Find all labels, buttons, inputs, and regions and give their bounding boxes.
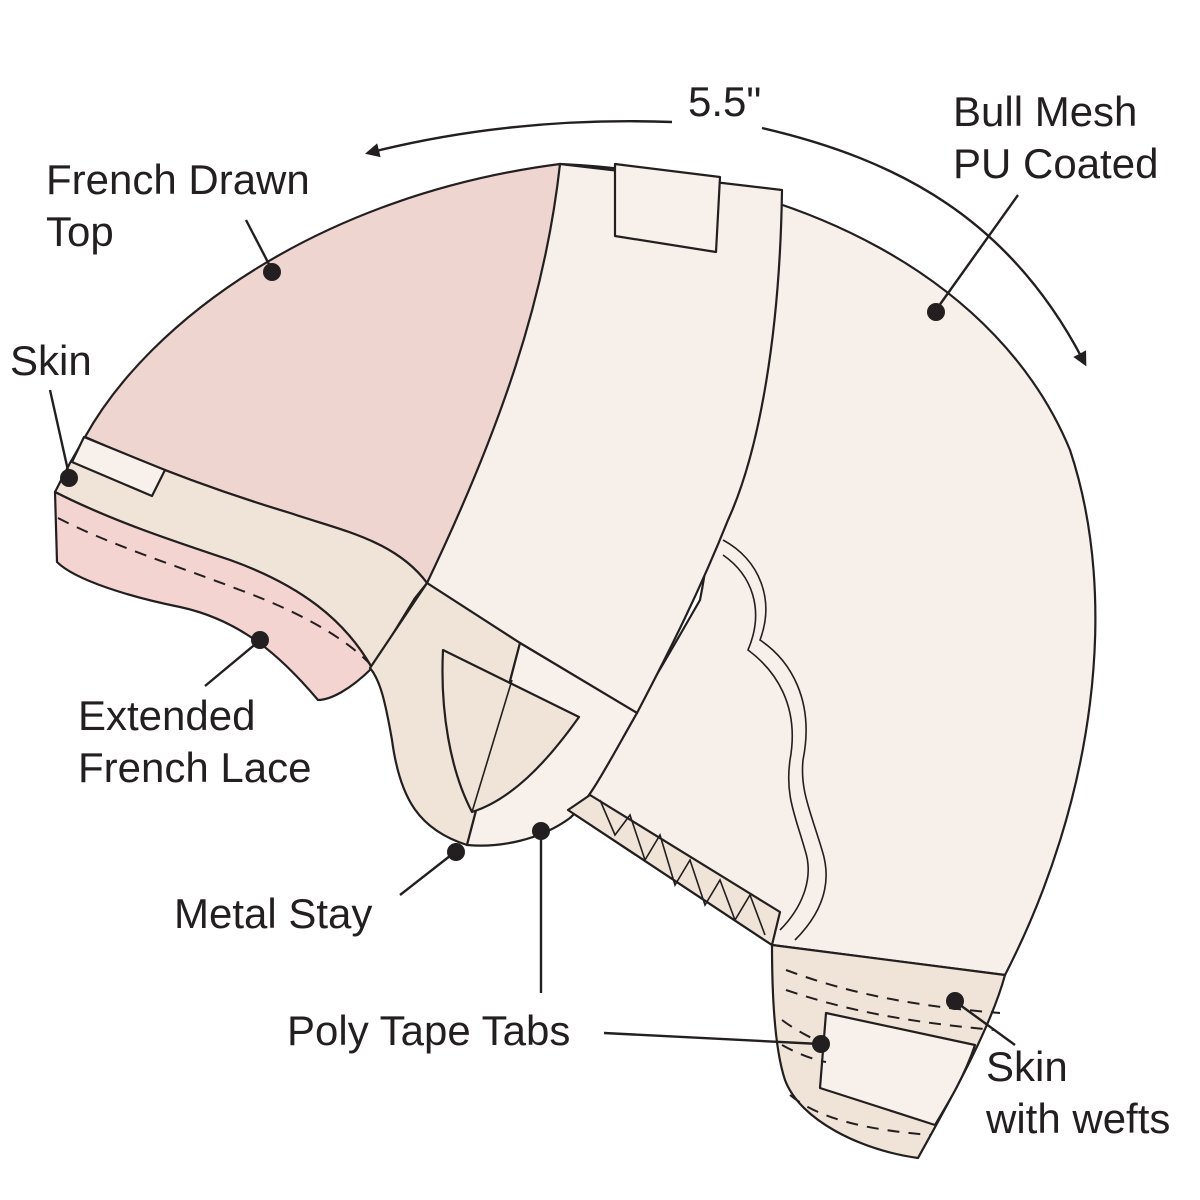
french-drawn-top-dot — [263, 263, 281, 281]
metal-stay-label: Metal Stay — [174, 890, 372, 937]
poly-tape-tabs-leader-2 — [603, 1031, 821, 1046]
bull-mesh-leader — [935, 194, 1019, 311]
top-tape-tab — [613, 162, 722, 254]
metal-stay-leader — [399, 851, 456, 896]
skin-leader — [48, 389, 71, 476]
skin-with-wefts-leader — [955, 1001, 1016, 1046]
measurement-arrow-right — [761, 126, 1087, 367]
french-drawn-top-leader — [244, 219, 274, 271]
cap-body — [53, 162, 1097, 1160]
extended-french-lace-leader — [204, 641, 259, 687]
poly-tape-tabs-dot-2 — [812, 1035, 830, 1053]
nape-weft-line-4 — [781, 1044, 827, 1063]
metal-stay-dot — [447, 843, 465, 861]
extended-french-lace-label: Extended French Lace — [78, 692, 311, 791]
bull-mesh-label: Bull Mesh PU Coated — [953, 88, 1158, 187]
measurement-arc: 5.5" — [365, 78, 1087, 367]
nape-inner-panel — [818, 1011, 977, 1127]
ear-scallop-inner — [722, 554, 809, 931]
extended-french-lace-dot — [251, 631, 269, 649]
nape-weft-line-1 — [785, 969, 1001, 1014]
ear-scallop-outline — [722, 539, 827, 941]
poly-tape-tabs-label: Poly Tape Tabs — [287, 1007, 570, 1054]
skin-label: Skin — [10, 337, 92, 384]
skin-with-wefts-dot — [946, 992, 964, 1010]
poly-tape-tabs-dot-1 — [532, 822, 550, 840]
french-drawn-top-label: French Drawn Top — [46, 156, 321, 255]
extended-lace-stitch-line — [57, 517, 371, 665]
callouts: French Drawn Top Bull Mesh PU Coated Ski… — [10, 88, 1170, 1142]
measurement-arrow-left — [365, 120, 673, 158]
metal-stay-line — [471, 679, 513, 813]
extended-french-lace-region — [53, 490, 374, 702]
nape-weft-line-2 — [785, 989, 996, 1031]
skin-dot — [60, 469, 78, 487]
measurement-label: 5.5" — [688, 78, 761, 125]
nape-weft-line-5 — [789, 1094, 931, 1136]
skin-tab — [70, 435, 167, 498]
skin-with-wefts-label: Skin with wefts — [985, 1043, 1170, 1142]
bull-mesh-dot — [927, 303, 945, 321]
zigzag-stitch — [599, 799, 766, 936]
